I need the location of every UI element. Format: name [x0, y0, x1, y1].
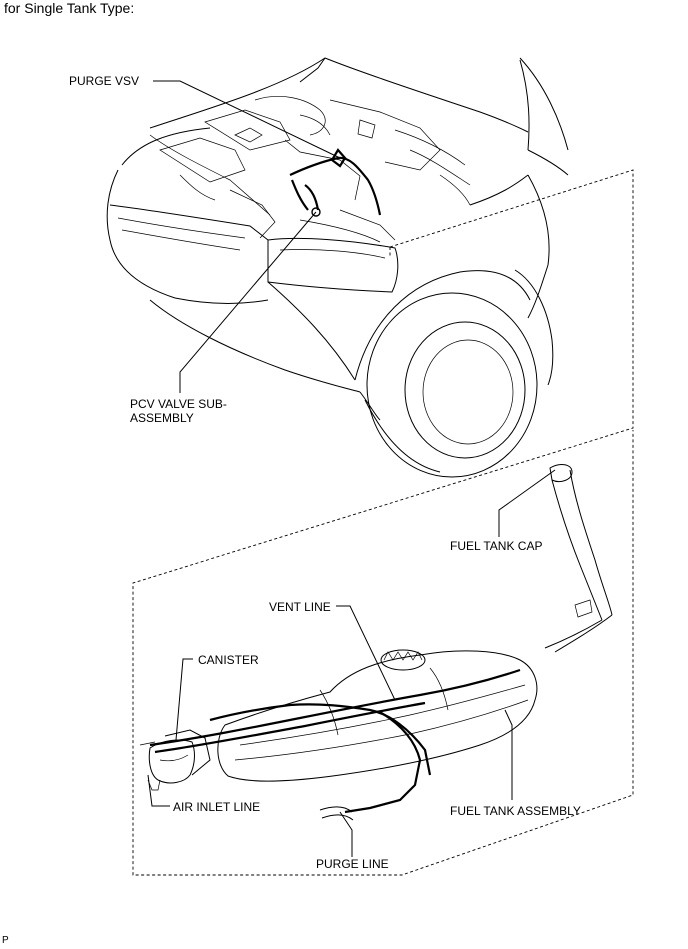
engine-bay	[149, 96, 471, 243]
label-pcv-valve-line1: PCV VALVE SUB-	[130, 397, 227, 411]
label-fuel-tank-assembly: FUEL TANK ASSEMBLY	[450, 804, 581, 818]
label-pcv-valve-line2: ASSEMBLY	[130, 411, 194, 425]
label-pcv-valve: PCV VALVE SUB- ASSEMBLY	[130, 397, 227, 425]
label-purge-line: PURGE LINE	[316, 857, 389, 871]
footer-mark: P	[2, 935, 9, 946]
label-purge-vsv: PURGE VSV	[69, 74, 140, 88]
label-air-inlet-line: AIR INLET LINE	[173, 800, 261, 814]
label-canister: CANISTER	[198, 653, 259, 667]
vehicle-outline	[106, 57, 569, 478]
fuel-system	[139, 464, 613, 821]
diagram-caption: for Single Tank Type:	[4, 0, 135, 16]
label-fuel-tank-cap: FUEL TANK CAP	[450, 539, 543, 553]
leader-lines	[147, 80, 556, 857]
label-vent-line: VENT LINE	[269, 600, 331, 614]
dashed-reference-box	[132, 169, 634, 876]
